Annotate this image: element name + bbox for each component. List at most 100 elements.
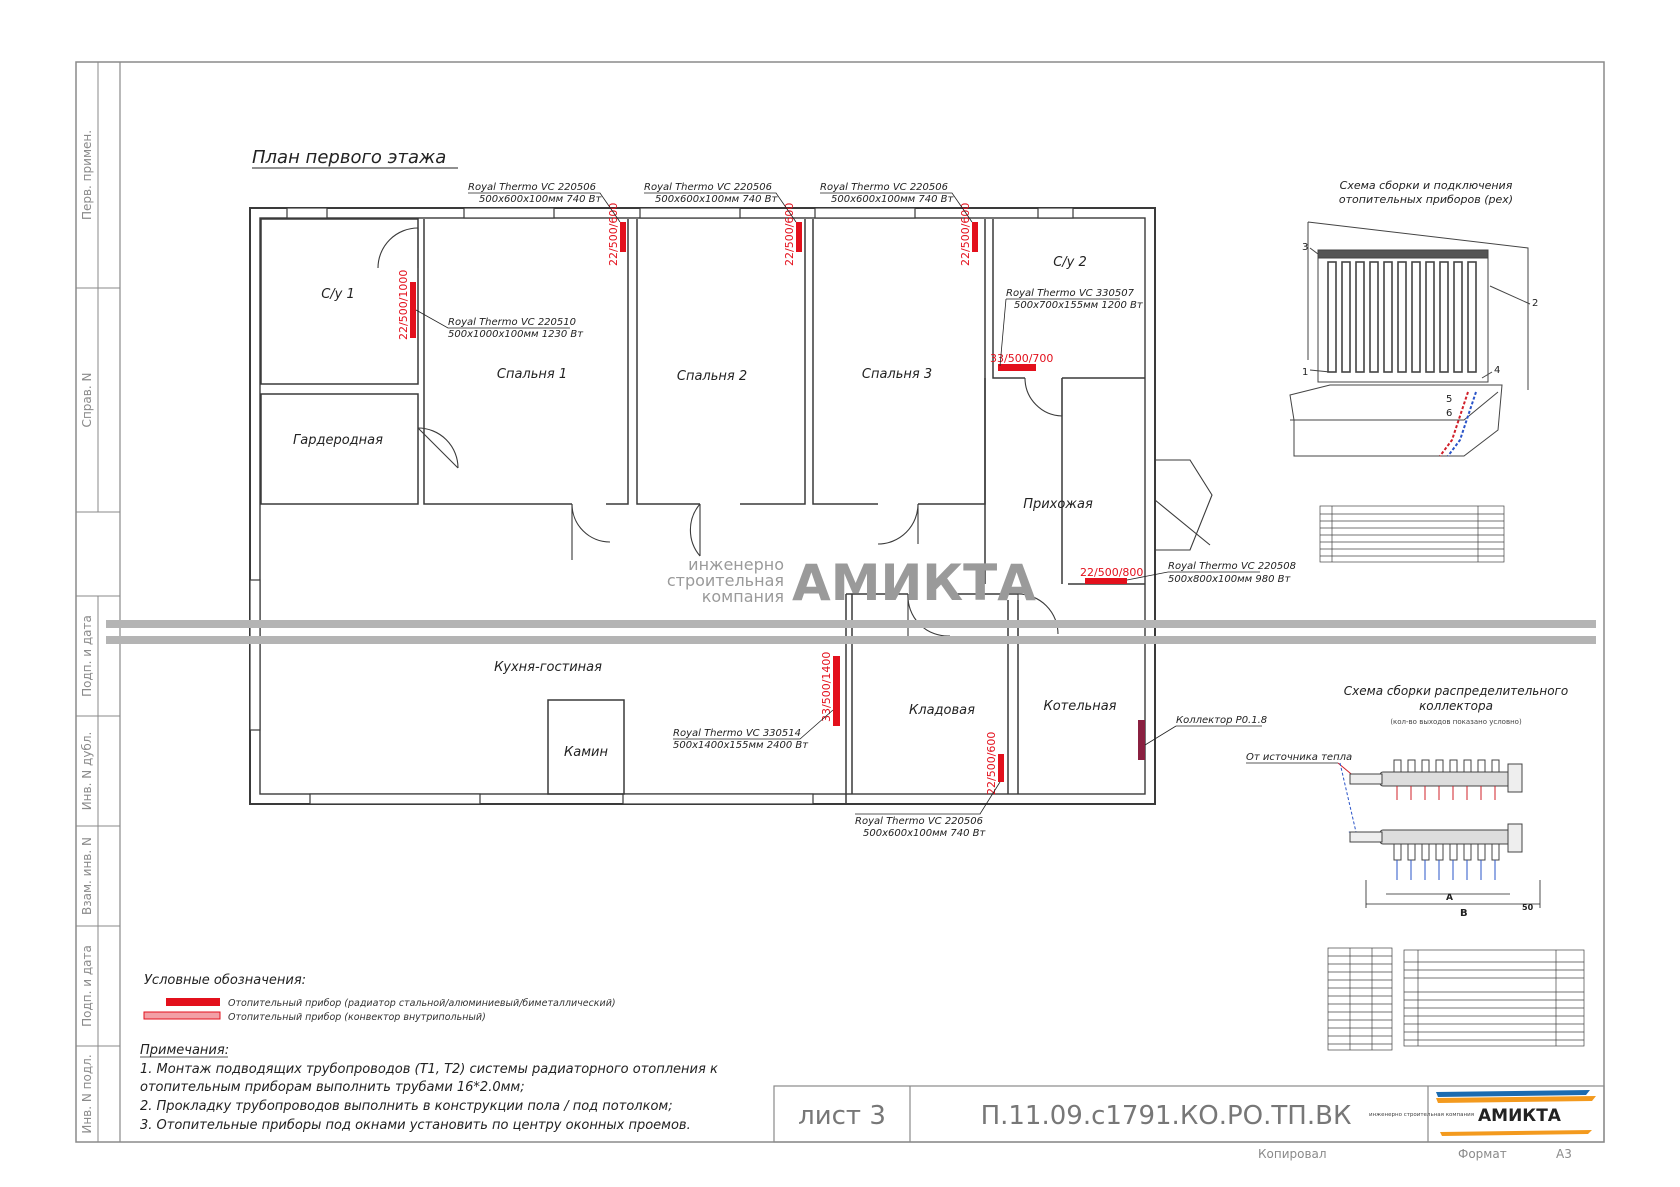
scheme-collector: Схема сборки распределительного коллекто… [1246,684,1585,1051]
radiators [410,222,1127,782]
side-label-sprav: Справ. N [80,373,94,428]
radiator-size-r5: 500x700x155мм 1200 Вт [1014,300,1144,311]
radiator-tag-r6: 22/500/800 [1080,566,1143,579]
notes-title: Примечания: [140,1043,229,1058]
radiator-size-r2: 500x600x100мм 740 Вт [655,194,778,205]
radiator-r3 [972,222,978,252]
title-block: лист 3 П.11.09.с1791.КО.РО.ТП.ВК инженер… [773,1085,1605,1143]
scheme2-source-label: От источника тепла [1246,752,1352,763]
scheme2-size-table [1327,947,1393,1051]
scheme1-callout-3: 3 [1302,242,1308,253]
notes: Примечания: 1. Монтаж подводящих трубопр… [140,1043,718,1133]
radiator-model-r5: Royal Thermo VC 330507 [1006,288,1135,299]
radiator-tag-r2: 22/500/600 [783,203,796,266]
scheme2-note: (кол-во выходов показано условно) [1390,718,1522,726]
legend-swatch-convector [143,1011,221,1020]
radiator-tag-r3: 22/500/600 [959,203,972,266]
radiator-model-r6: Royal Thermo VC 220508 [1168,561,1296,572]
side-label-podp2: Подп. и дата [80,945,94,1027]
legend: Условные обозначения: Отопительный прибо… [143,973,616,1023]
radiator-size-r3: 500x600x100мм 740 Вт [831,194,954,205]
scheme1-title1: Схема сборки и подключения [1340,179,1513,192]
radiator-size-r7: 500x1400x155мм 2400 Вт [673,740,809,751]
scheme-radiator: Схема сборки и подключения отопительных … [1289,179,1538,563]
radiator-model-r3: Royal Thermo VC 220506 [820,182,948,193]
scheme1-callout-2: 2 [1532,298,1538,309]
watermark: инженерно строительная компания АМИКТА [106,554,1596,644]
scheme2-dim-l: 50 [1522,903,1534,912]
radiator-size-r1: 500x600x100мм 740 Вт [479,194,602,205]
watermark-line1: инженерно [688,555,784,574]
legend-item-radiator: Отопительный прибор (радиатор стальной/а… [228,998,616,1009]
floor-plan [249,207,1213,805]
radiator-model-r8: Royal Thermo VC 220506 [855,816,983,827]
room-label-bedroom1: Спальня 1 [497,367,567,382]
side-label-perv: Перв. примен. [80,130,94,220]
radiator-tag-r4: 22/500/1000 [397,270,410,340]
radiator-r7 [833,656,840,726]
room-label-fireplace: Камин [564,745,608,760]
scheme1-callout-6: 6 [1446,408,1452,419]
radiator-model-r2: Royal Thermo VC 220506 [644,182,772,193]
note-3: 3. Отопительные приборы под окнами устан… [140,1118,691,1133]
footer-copied: Копировал [1258,1147,1327,1161]
legend-title: Условные обозначения: [144,973,306,988]
watermark-brand: АМИКТА [792,554,1036,612]
radiator-model-r1: Royal Thermo VC 220506 [468,182,596,193]
room-label-kitchen: Кухня-гостиная [494,660,602,675]
radiator-r6 [1085,578,1127,584]
room-label-pantry: Кладовая [909,703,975,718]
room-label-bedroom3: Спальня 3 [862,367,932,382]
note-1a: 1. Монтаж подводящих трубопроводов (Т1, … [140,1062,718,1077]
note-1b: отопительным приборам выполнить трубами … [140,1080,525,1095]
scheme1-spec-table [1319,505,1505,563]
scheme1-title2: отопительных приборов (рех) [1339,193,1513,206]
logo-stripe-blue [1436,1090,1590,1097]
footer-format-label: Формат [1458,1147,1507,1161]
side-label-vzam: Взам. инв. N [80,837,94,915]
radiator-tag-r8: 22/500/600 [985,732,998,795]
scheme2-title2: коллектора [1419,699,1493,713]
plan-title: План первого этажа [252,147,446,168]
radiator-r1 [620,222,626,252]
room-label-wardrobe: Гардеродная [293,433,383,448]
radiator-r5 [998,364,1036,371]
scheme2-title1: Схема сборки распределительного [1344,684,1568,698]
footer-format-value: А3 [1556,1147,1572,1161]
sheet-number: лист 3 [798,1101,886,1131]
scheme2-spec-table [1403,949,1585,1047]
side-label-inv-podl: Инв. N подл. [80,1054,94,1133]
side-label-podp1: Подп. и дата [80,615,94,697]
radiator-tag-r7: 33/500/1400 [820,652,833,722]
document-code: П.11.09.с1791.КО.РО.ТП.ВК [981,1101,1352,1131]
watermark-line3: компания [702,587,784,606]
side-label-inv-dubl: Инв. N дубл. [80,732,94,811]
room-label-bedroom2: Спальня 2 [677,369,747,384]
legend-item-convector: Отопительный прибор (конвектор внутрипол… [228,1012,486,1023]
radiator-tag-r1: 22/500/600 [607,203,620,266]
radiator-r4 [410,282,416,338]
legend-swatch-radiator [166,998,220,1006]
logo-small-text: инженерно строительная компания [1369,1112,1474,1118]
radiator-tag-r5: 33/500/700 [990,352,1053,365]
scheme1-callout-5: 5 [1446,394,1452,405]
radiator-size-r4: 500x1000x100мм 1230 Вт [448,329,584,340]
room-label-su2: С/у 2 [1053,255,1087,270]
scheme2-dim-b: B [1460,908,1468,919]
watermark-line2: строительная [667,571,784,590]
radiator-model-r4: Royal Thermo VC 220510 [448,317,576,328]
note-2: 2. Прокладку трубопроводов выполнить в к… [140,1099,673,1114]
radiator-model-r7: Royal Thermo VC 330514 [673,728,801,739]
logo-brand: АМИКТА [1478,1106,1562,1126]
radiator-r2 [796,222,802,252]
room-label-boiler: Котельная [1043,699,1116,714]
scheme1-callout-1: 1 [1302,367,1308,378]
scheme2-dim-a: A [1446,893,1453,903]
room-label-su1: С/у 1 [321,287,355,302]
scheme1-callout-4: 4 [1494,365,1500,376]
collector-mark [1138,720,1145,760]
room-label-hall: Прихожая [1023,497,1093,512]
radiator-r8 [998,754,1004,782]
radiator-size-r8: 500x600x100мм 740 Вт [863,828,986,839]
